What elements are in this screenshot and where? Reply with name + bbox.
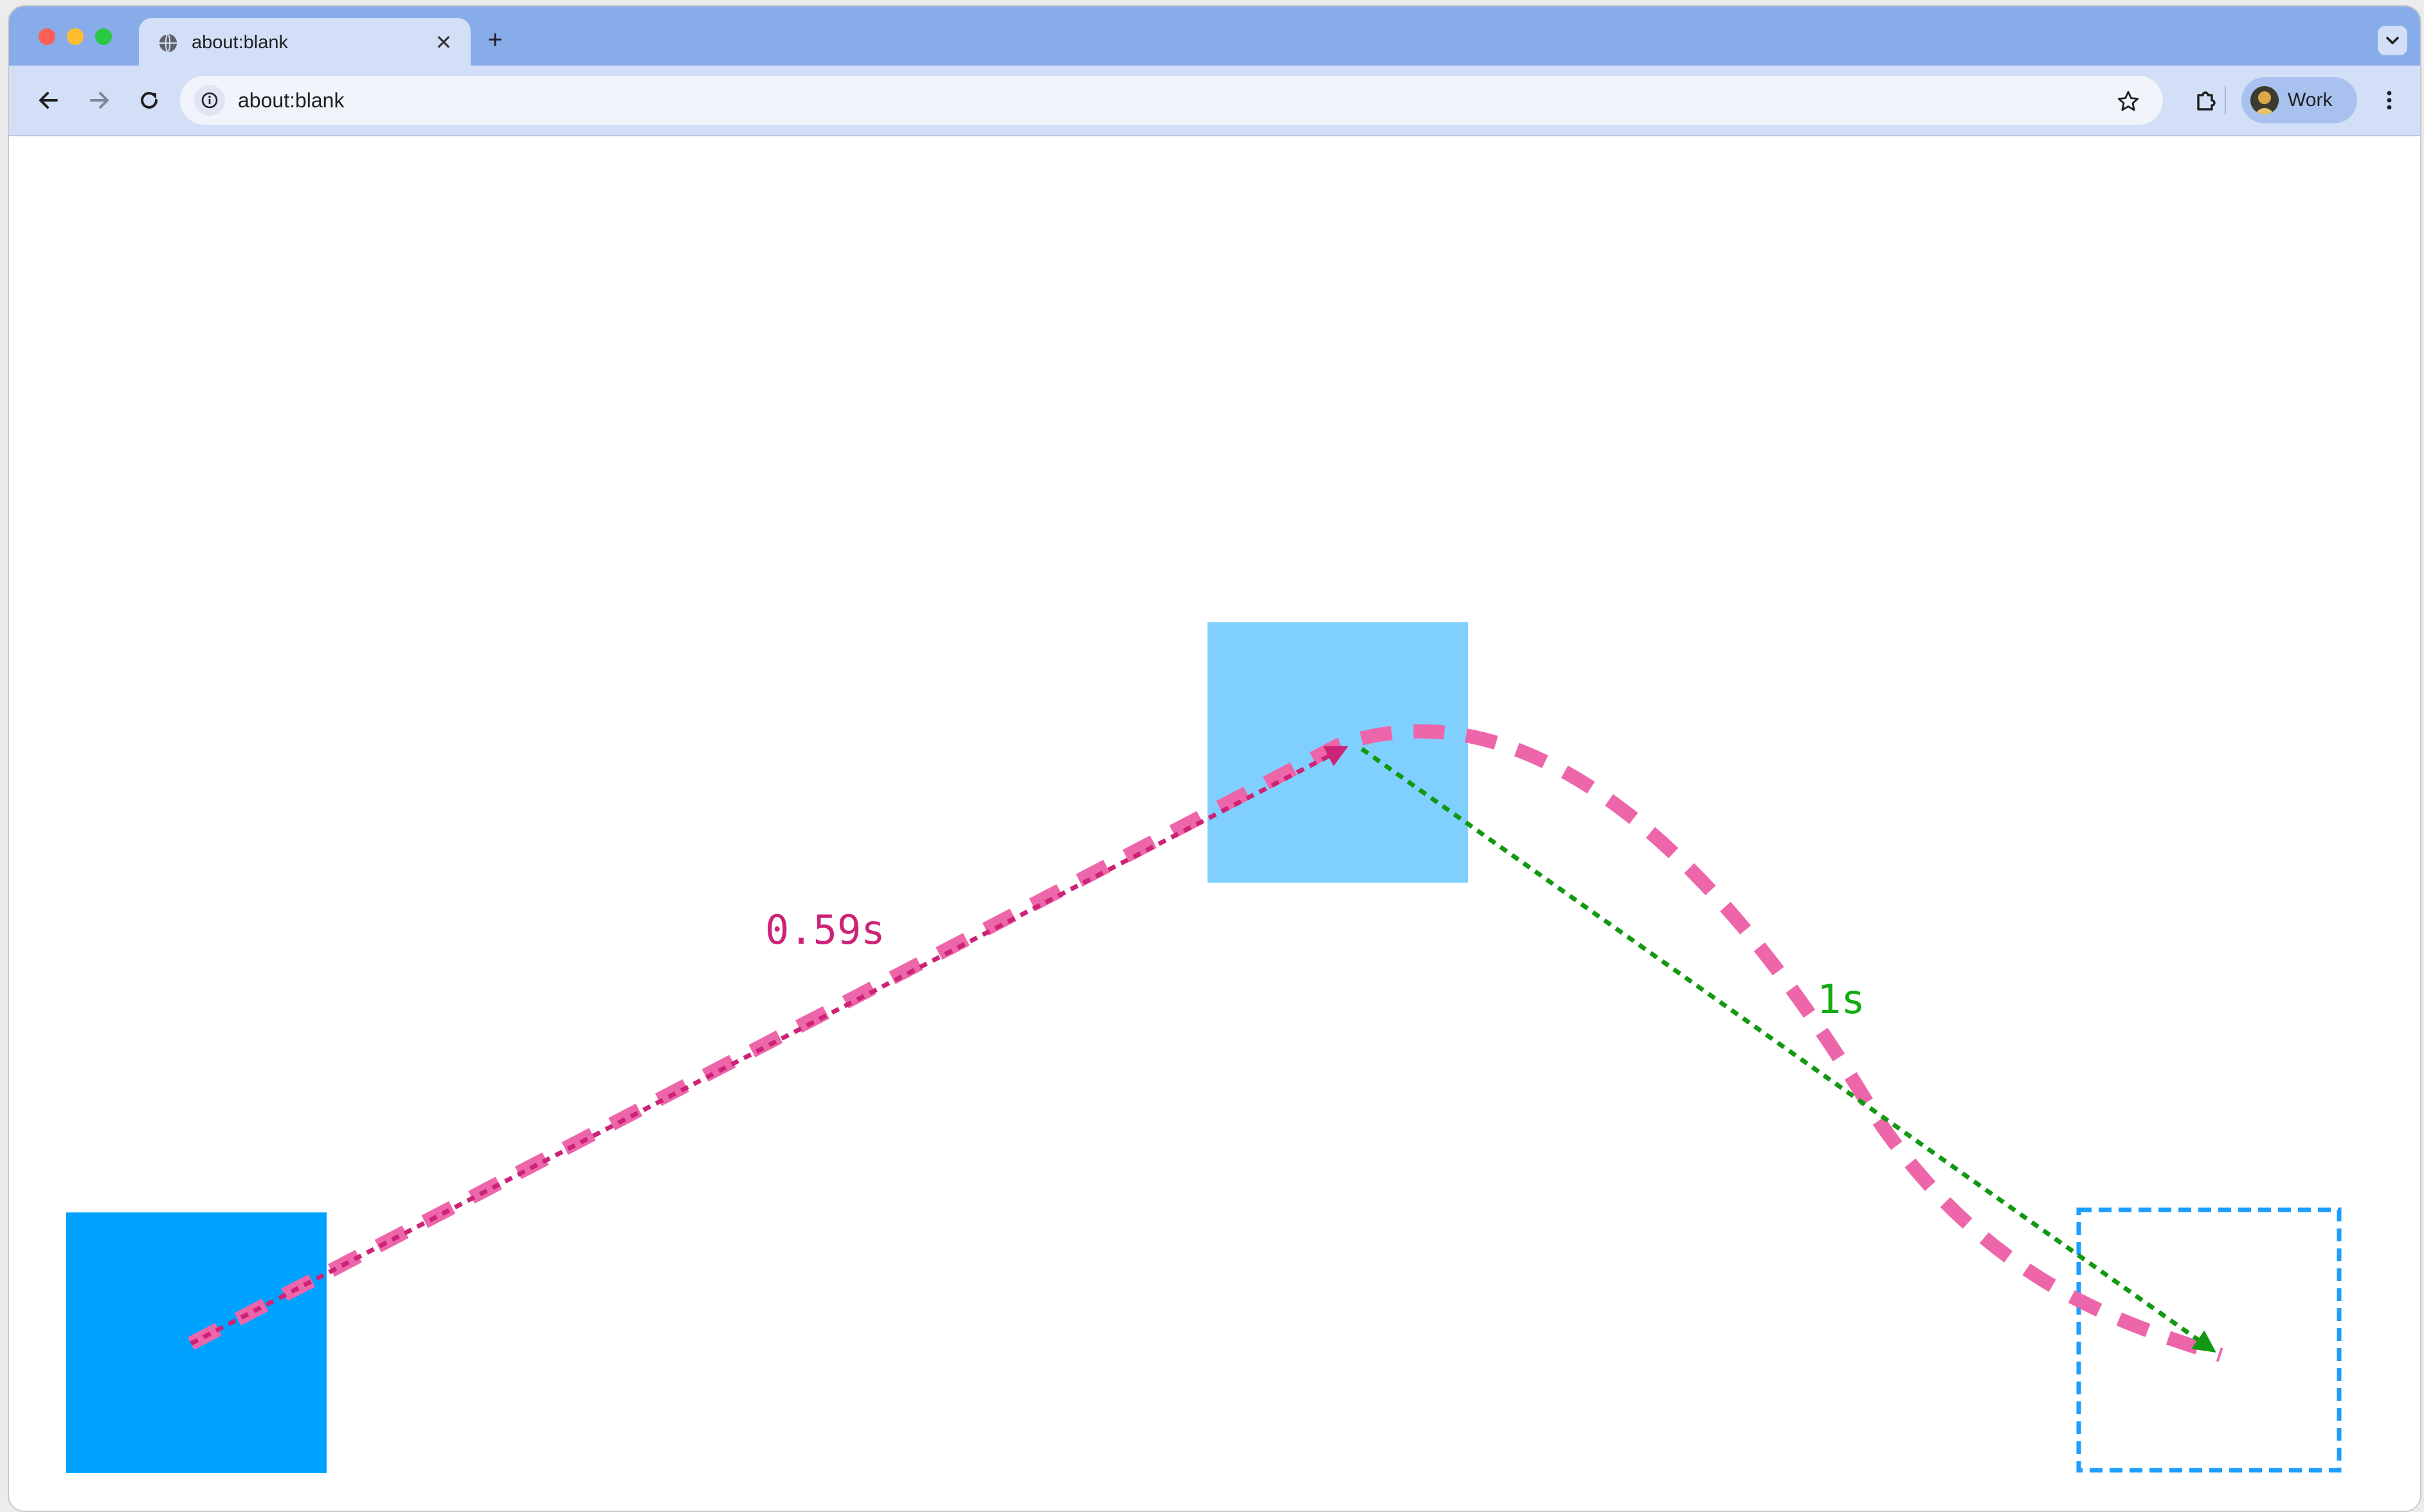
globe-icon: [158, 33, 177, 53]
page-content: 0.59s 1s: [9, 136, 2420, 1511]
extensions-puzzle-icon[interactable]: [2189, 84, 2222, 117]
toolbar: about:blank Work: [9, 66, 2420, 136]
zoom-window-button[interactable]: [95, 28, 112, 45]
chevron-down-icon: [2386, 37, 2399, 44]
second-leg-arrow: [1360, 747, 2216, 1353]
profile-button[interactable]: Work: [2241, 77, 2357, 123]
tab-search-button[interactable]: [2378, 26, 2407, 55]
animation-canvas: 0.59s 1s: [66, 622, 2342, 1473]
profile-label: Work: [2288, 89, 2333, 111]
browser-window: about:blank ✕ +: [9, 6, 2420, 1511]
target-box-outline: [2076, 1207, 2342, 1473]
second-leg-time-label: 1s: [1817, 976, 1865, 1023]
minimize-window-button[interactable]: [67, 28, 84, 45]
motion-path-curve: [187, 724, 2223, 1362]
first-leg-arrow: [190, 744, 1349, 1346]
close-icon[interactable]: ✕: [435, 31, 453, 54]
address-text: about:blank: [238, 89, 345, 112]
first-leg-time-label: 0.59s: [765, 906, 885, 953]
plus-icon[interactable]: +: [487, 26, 503, 54]
more-vert-icon[interactable]: [2373, 84, 2406, 117]
star-icon[interactable]: [2115, 89, 2141, 114]
avatar: [2250, 86, 2279, 114]
site-info-button[interactable]: [194, 85, 225, 116]
back-arrow-icon[interactable]: [32, 84, 66, 117]
info-icon: [201, 92, 218, 109]
address-bar[interactable]: about:blank: [180, 76, 2163, 125]
toolbar-separator: [2225, 86, 2226, 114]
close-window-button[interactable]: [39, 28, 55, 45]
tab-strip: about:blank ✕ +: [9, 6, 2420, 67]
forward-arrow-icon[interactable]: [82, 84, 116, 117]
tab-about-blank[interactable]: about:blank ✕: [139, 18, 471, 67]
tab-title: about:blank: [192, 32, 288, 53]
reload-icon[interactable]: [132, 84, 166, 117]
